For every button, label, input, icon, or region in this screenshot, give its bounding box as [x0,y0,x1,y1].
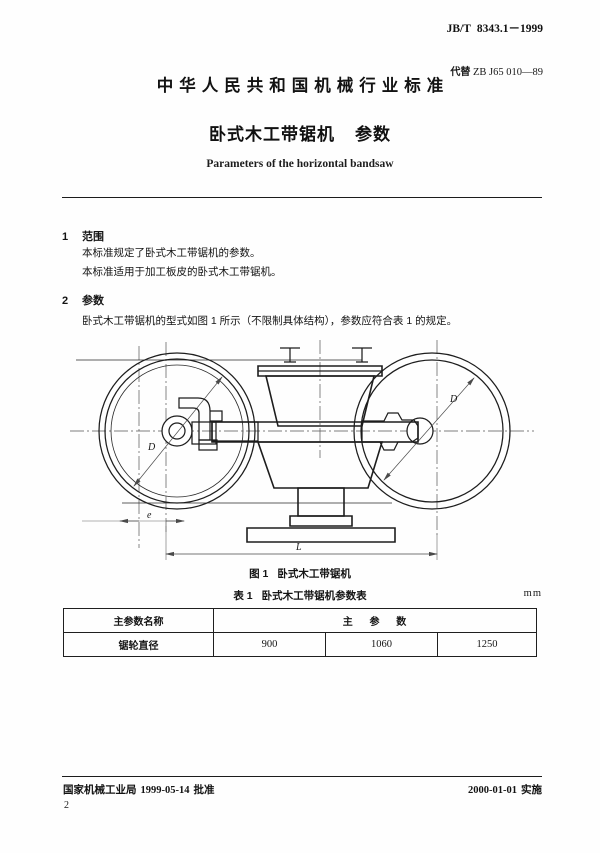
figure-title: 卧式木工带锯机 [277,568,351,580]
doc-title-sub: 参数 [355,125,391,144]
clause-1-body: 本标准规定了卧式木工带锯机的参数。 本标准适用于加工板皮的卧式木工带锯机。 [82,244,542,283]
replaces-label: 代替 [450,67,471,78]
header-divider [62,197,542,198]
clause-1-line-2: 本标准适用于加工板皮的卧式木工带锯机。 [82,266,282,279]
left-wheel-diameter-label: D [147,442,156,453]
table-row: 锯轮直径 900 1060 1250 [63,632,537,657]
standard-number: JB/T 8343.1－1999 [447,20,543,36]
clause-1: 1 范围 本标准规定了卧式木工带锯机的参数。 本标准适用于加工板皮的卧式木工带锯机… [62,228,542,283]
footer-effective: 2000-01-01 实施 [468,782,542,797]
table-label: 表 1 [233,590,253,602]
footer-approve-date: 1999-05-14 [140,785,190,796]
replaces-note: 代替 ZB J65 010—89 [450,63,543,78]
table-unit-label: mm [523,588,542,599]
document-masthead: 中华人民共和国机械行业标准 卧式木工带锯机 参数 Parameters of th… [0,72,600,170]
offset-dimension-label: e [147,510,152,521]
table-header-row: 主参数名称 主 参 数 [63,608,537,633]
english-title: Parameters of the horizontal bandsaw [206,158,394,170]
bandsaw-drawing-svg: .solid { fill:none; stroke:#1d1d1d; stro… [70,340,534,560]
table-header-params-col: 主 参 数 [213,608,537,633]
footer-issuer: 国家机械工业局 [63,784,137,796]
figure-label: 图 1 [249,568,269,580]
doc-title-main: 卧式木工带锯机 [209,125,335,144]
page-number: 2 [64,800,69,811]
footer-approve-label: 批准 [193,784,215,796]
national-standard-title: 中华人民共和国机械行业标准 [156,77,450,95]
standard-number-prefix: JB/T [446,23,471,35]
table-caption: 表 1 卧式木工带锯机参数表 [0,588,600,603]
figure-horizontal-bandsaw: .solid { fill:none; stroke:#1d1d1d; stro… [62,338,542,566]
table-title: 卧式木工带锯机参数表 [261,590,367,602]
footer-effective-label: 实施 [521,784,542,796]
table-header-name-col: 主参数名称 [63,608,214,633]
clause-2: 2 参数 卧式木工带锯机的型式如图 1 所示（不限制具体结构），参数应符合表 1 … [62,292,542,331]
figure-caption: 图 1 卧式木工带锯机 [0,566,600,581]
table-row-label: 锯轮直径 [63,632,214,657]
clause-2-heading: 2 参数 [62,292,542,308]
clause-1-line-1: 本标准规定了卧式木工带锯机的参数。 [82,247,261,259]
clause-2-title: 参数 [82,295,104,307]
parameter-table: 主参数名称 主 参 数 锯轮直径 900 1060 1250 [63,608,537,657]
standard-number-value: 8343.1－1999 [476,23,543,35]
clause-2-body: 卧式木工带锯机的型式如图 1 所示（不限制具体结构），参数应符合表 1 的规定。 [82,312,542,331]
replaces-value: ZB J65 010—89 [472,67,543,78]
page-title: 卧式木工带锯机 参数 [0,120,600,145]
length-dimension-label: L [295,542,302,553]
clause-1-heading: 1 范围 [62,228,542,244]
table-cell-value-3: 1250 [437,632,537,657]
clause-1-number: 1 [62,231,69,243]
footer-effective-date: 2000-01-01 [468,785,517,796]
clause-2-number: 2 [62,295,69,307]
right-wheel-diameter-label: D [449,394,458,405]
table-cell-value-1: 900 [213,632,326,657]
table-cell-value-2: 1060 [325,632,438,657]
footer-divider [62,776,542,777]
clause-2-line-1: 卧式木工带锯机的型式如图 1 所示（不限制具体结构），参数应符合表 1 的规定。 [82,315,458,327]
clause-1-title: 范围 [82,231,104,243]
